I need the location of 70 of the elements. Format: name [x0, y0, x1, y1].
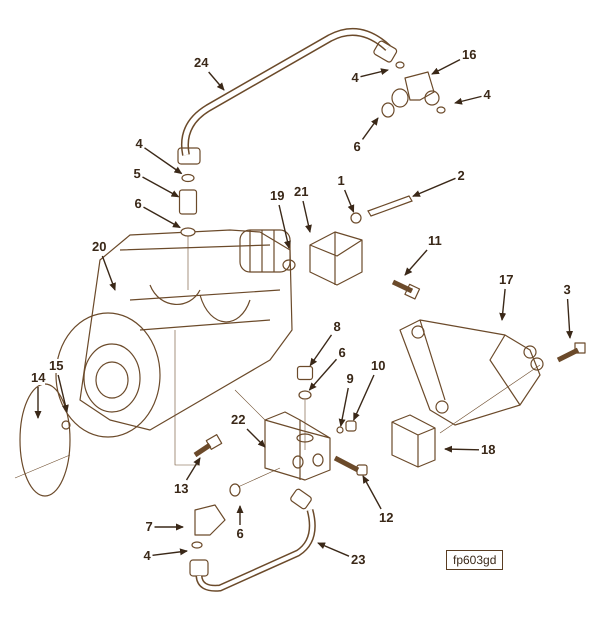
leader-arrow [338, 388, 349, 427]
callout-number: 4 [144, 549, 151, 563]
leader-arrow [308, 358, 338, 391]
callout-number: 6 [338, 346, 346, 360]
leader-arrow [431, 59, 460, 75]
callout-number: 4 [484, 88, 491, 102]
leader-arrow [404, 250, 428, 276]
callout-number: 4 [352, 71, 359, 85]
leader-arrow [152, 548, 188, 556]
o-ring-drawing [181, 174, 195, 182]
callout-number: 18 [481, 443, 496, 457]
leader-arrow [143, 206, 181, 228]
leader-arrow [412, 178, 456, 197]
callout-number: 19 [270, 189, 284, 203]
leader-arrow [154, 524, 184, 530]
leader-arrow [208, 72, 225, 91]
leader-arrow [454, 96, 482, 105]
callout-number: 13 [174, 482, 188, 496]
leader-arrow [102, 256, 116, 291]
callout-number: 5 [134, 167, 141, 181]
leader-arrow [236, 505, 244, 525]
leader-arrow [353, 374, 375, 421]
callout-number: 1 [338, 174, 345, 188]
callout-number: 21 [294, 185, 308, 199]
callout-number: 10 [371, 359, 386, 373]
leader-arrow [499, 288, 506, 321]
leader-arrow [142, 176, 180, 198]
leader-arrow [444, 446, 480, 453]
leader-arrow [57, 374, 69, 413]
callout-number: 15 [49, 359, 64, 373]
callout-number: 16 [462, 48, 476, 62]
leader-arrow [360, 68, 389, 78]
leader-arrow [34, 387, 42, 419]
fitting-drawing [345, 420, 357, 432]
leader-arrow [246, 428, 266, 448]
callout-number: 12 [379, 511, 394, 525]
leader-arrow [362, 475, 382, 510]
o-ring-drawing [298, 390, 312, 400]
callout-number: 22 [231, 413, 246, 427]
leader-arrow [310, 334, 332, 366]
leader-arrow [344, 190, 354, 213]
drawing-number-label: fp603gd [446, 550, 504, 570]
bolt-drawing [367, 195, 413, 217]
callout-number: 4 [136, 137, 143, 151]
callout-number: 6 [354, 140, 361, 154]
callout-number: 7 [146, 520, 153, 534]
callout-number: 17 [499, 273, 514, 287]
leader-arrow [278, 204, 291, 249]
callout-number: 9 [346, 372, 354, 386]
o-ring-drawing [336, 426, 344, 434]
leader-arrow [362, 117, 379, 140]
callout-number: 3 [564, 283, 571, 297]
leader-arrow [317, 542, 350, 557]
o-ring-drawing [350, 212, 362, 224]
callout-number: 23 [351, 553, 366, 567]
leader-arrow [302, 200, 312, 233]
callout-number: 11 [428, 234, 442, 248]
callout-number: 6 [134, 197, 142, 211]
callout-number: 20 [92, 240, 106, 254]
fitting-drawing [296, 366, 314, 380]
leader-arrow [144, 147, 182, 174]
callout-number: 6 [236, 527, 244, 541]
fitting-drawing [178, 189, 198, 215]
o-ring-drawing [180, 227, 196, 237]
callout-number: 14 [31, 371, 46, 385]
callout-number: 24 [194, 56, 208, 70]
callout-number: 8 [334, 320, 341, 334]
callout-number: 2 [458, 169, 465, 183]
leader-arrow [566, 298, 574, 339]
leader-arrow [186, 457, 201, 480]
